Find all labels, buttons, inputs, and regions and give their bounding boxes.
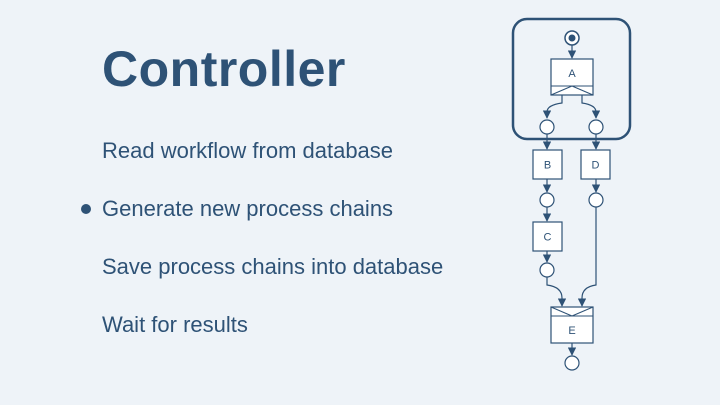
step-item-generate-chains: Generate new process chains <box>81 194 443 252</box>
node-a: A <box>550 58 594 96</box>
start-node-icon <box>564 30 580 46</box>
place-node <box>539 119 555 135</box>
node-d-label: D <box>592 160 600 172</box>
node-e-label: E <box>568 325 575 337</box>
step-list: Read workflow from database Generate new… <box>81 136 443 368</box>
place-node <box>539 262 555 278</box>
step-label: Save process chains into database <box>102 254 444 279</box>
node-d: D <box>580 149 611 180</box>
step-item-save-chains: Save process chains into database <box>102 252 443 310</box>
place-node <box>588 192 604 208</box>
step-item-read-workflow: Read workflow from database <box>102 136 443 194</box>
place-node <box>539 192 555 208</box>
step-item-wait-results: Wait for results <box>102 310 443 368</box>
node-a-label: A <box>568 68 576 80</box>
node-b: B <box>532 149 563 180</box>
edge-a-right <box>581 95 601 119</box>
slide-title: Controller <box>102 41 346 97</box>
edge-place-e-left <box>546 277 567 307</box>
place-node <box>588 119 604 135</box>
node-c-label: C <box>544 232 552 244</box>
edge-a-left <box>542 95 563 119</box>
current-chain-highlight-frame <box>511 17 632 141</box>
node-c: C <box>532 221 563 252</box>
step-label: Generate new process chains <box>102 196 394 221</box>
node-b-label: B <box>544 160 551 172</box>
end-node-icon <box>564 355 580 371</box>
node-e: E <box>550 306 594 344</box>
step-label: Read workflow from database <box>102 138 394 163</box>
edge-place-e-right <box>577 207 597 307</box>
step-label: Wait for results <box>102 312 248 337</box>
active-step-bullet-icon <box>81 204 91 214</box>
